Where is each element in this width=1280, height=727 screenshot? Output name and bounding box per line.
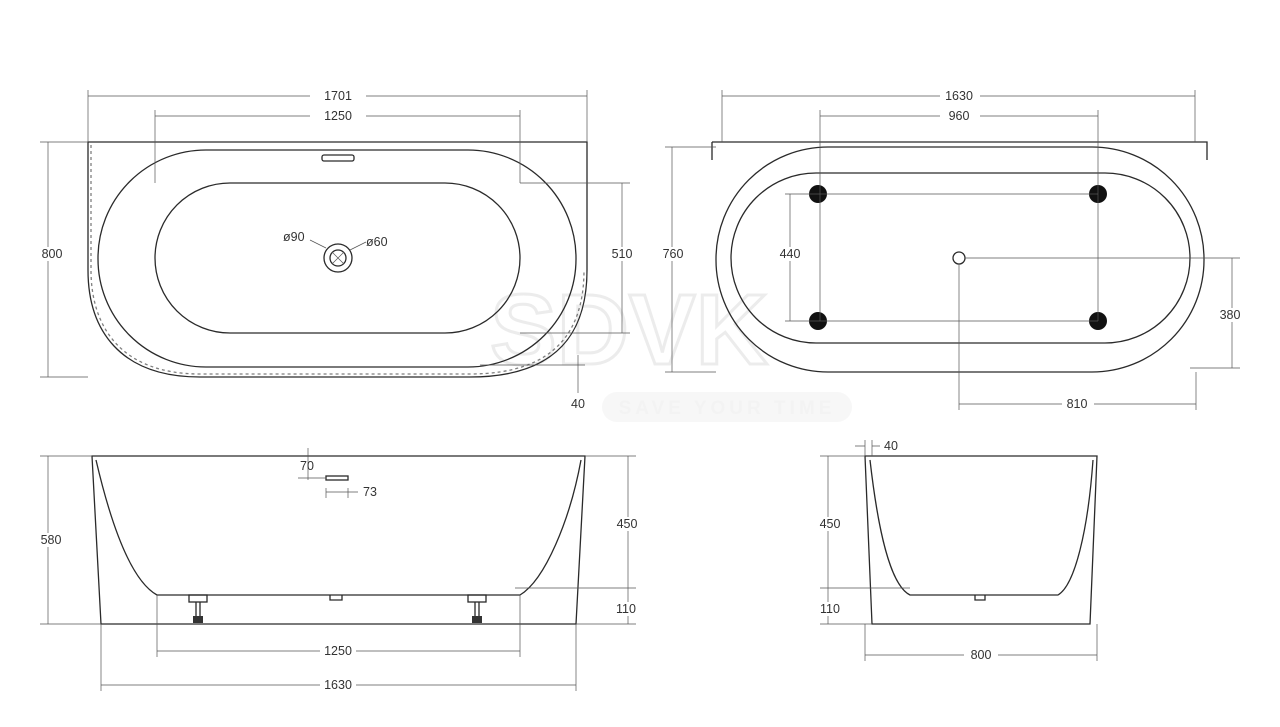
dim-drain-offset-y: 380 bbox=[1220, 308, 1241, 322]
dim-inner-length: 1250 bbox=[324, 109, 352, 123]
watermark: SDVK SAVE YOUR TIME bbox=[489, 273, 852, 422]
leg bbox=[467, 594, 487, 623]
outer-scalloped-outline bbox=[87, 141, 588, 378]
drain-hole bbox=[952, 251, 966, 265]
dim-depth: 450 bbox=[617, 517, 638, 531]
dim-overall-length: 1701 bbox=[324, 89, 352, 103]
dim-base-length: 1250 bbox=[324, 644, 352, 658]
scallop-edge bbox=[90, 145, 585, 375]
dim-width: 800 bbox=[42, 247, 63, 261]
drain-stub bbox=[974, 595, 986, 601]
watermark-pill bbox=[602, 392, 852, 422]
dim-leg-height: 110 bbox=[820, 602, 840, 616]
underside-view: 1630 960 760 440 380 810 bbox=[658, 89, 1248, 411]
dim-depth: 450 bbox=[820, 517, 841, 531]
frame-top bbox=[711, 141, 1208, 160]
watermark-brand: SDVK bbox=[490, 274, 768, 386]
side-outline bbox=[864, 455, 1098, 625]
basin-outline bbox=[154, 182, 521, 334]
drain-inner bbox=[329, 249, 347, 267]
dim-leg-spacing-width: 440 bbox=[780, 247, 801, 261]
dim-height: 580 bbox=[41, 533, 62, 547]
overflow bbox=[321, 154, 355, 162]
side-basin-profile bbox=[869, 459, 1094, 596]
dim-leg-spacing-length: 960 bbox=[949, 109, 970, 123]
dim-height: 760 bbox=[663, 247, 684, 261]
rim-outline bbox=[97, 149, 577, 368]
drain-outer bbox=[323, 243, 353, 273]
dim-overflow-offset: 70 bbox=[300, 459, 314, 473]
front-view: 580 450 110 70 73 1250 1630 bbox=[35, 448, 644, 692]
dim-length: 1630 bbox=[324, 678, 352, 692]
drain-leaders bbox=[309, 239, 367, 265]
dim-leg-height: 110 bbox=[616, 602, 636, 616]
side-dimension-lines bbox=[820, 440, 1098, 661]
outer-outline bbox=[715, 146, 1205, 373]
dim-drain-offset-x: 810 bbox=[1067, 397, 1088, 411]
dim-width: 800 bbox=[971, 648, 992, 662]
leg bbox=[188, 594, 208, 623]
dim-rim: 40 bbox=[884, 439, 898, 453]
side-view: 40 450 110 800 bbox=[814, 439, 1098, 662]
watermark-slogan: SAVE YOUR TIME bbox=[619, 398, 836, 419]
drain-stub bbox=[329, 595, 343, 601]
overflow-side bbox=[325, 475, 349, 481]
top-view: 1701 1250 800 510 40 ø90 ø60 bbox=[36, 89, 638, 411]
dim-rim: 40 bbox=[571, 397, 585, 411]
dim-drain-diameter: ø90 bbox=[283, 230, 305, 244]
inner-basin-profile bbox=[95, 459, 582, 596]
front-outline bbox=[91, 455, 586, 625]
dim-outlet-diameter: ø60 bbox=[366, 235, 388, 249]
dim-overflow-width: 73 bbox=[363, 485, 377, 499]
dim-basin-width: 510 bbox=[612, 247, 633, 261]
dim-length: 1630 bbox=[945, 89, 973, 103]
